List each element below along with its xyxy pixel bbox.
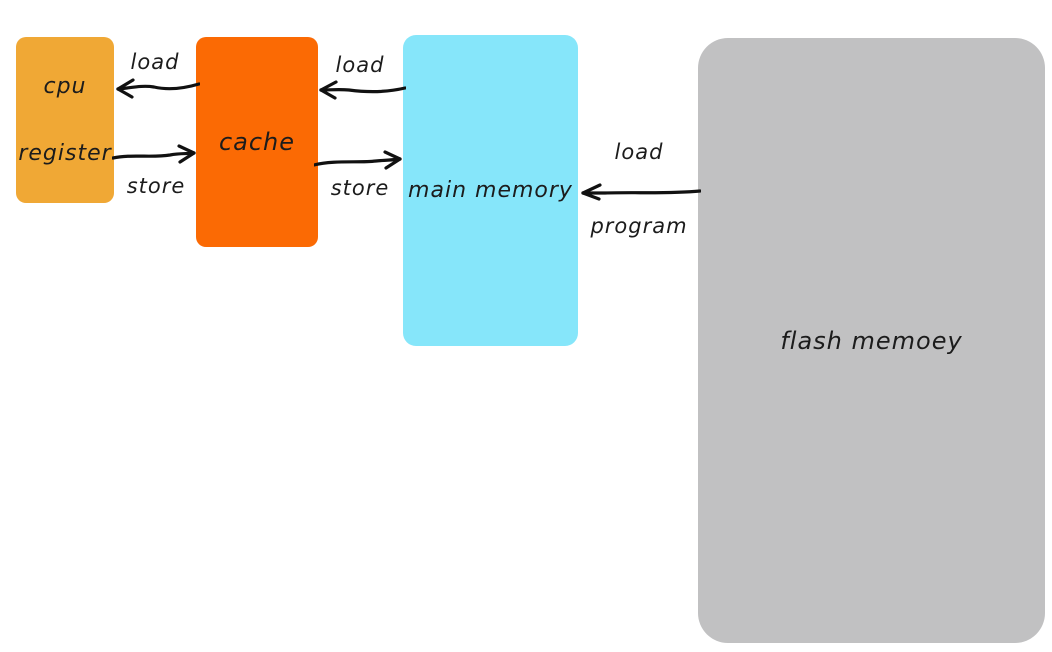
arrow-store-cache-to-mainmemory-icon xyxy=(314,150,406,172)
edge-label-store-cache: store xyxy=(126,174,186,198)
node-cache-label: cache xyxy=(218,128,296,156)
node-cache: cache xyxy=(196,37,318,247)
edge-label-load-cpu: load xyxy=(130,50,180,74)
node-flash-memory: flash memoey xyxy=(698,38,1045,643)
edge-label-load-cache: load xyxy=(335,53,385,77)
node-cpu-register-label-line2: register xyxy=(18,141,112,166)
arrow-load-mainmemory-to-cache-icon xyxy=(314,80,406,100)
edge-label-store-mainmemory: store xyxy=(330,176,390,200)
arrow-load-cache-to-cpu-icon xyxy=(112,76,200,100)
arrow-loadprogram-flash-to-mainmemory-icon xyxy=(575,183,701,201)
arrow-store-cpu-to-cache-icon xyxy=(112,144,200,168)
node-flash-memory-label: flash memoey xyxy=(780,326,963,355)
node-cpu-register: cpu register xyxy=(16,37,114,203)
node-main-memory: main memory xyxy=(403,35,578,346)
edge-label-loadprogram-line1: load xyxy=(614,140,664,164)
node-main-memory-label: main memory xyxy=(408,178,573,203)
node-cpu-register-label-line1: cpu xyxy=(43,74,87,99)
edge-label-loadprogram-line2: program xyxy=(590,214,688,238)
